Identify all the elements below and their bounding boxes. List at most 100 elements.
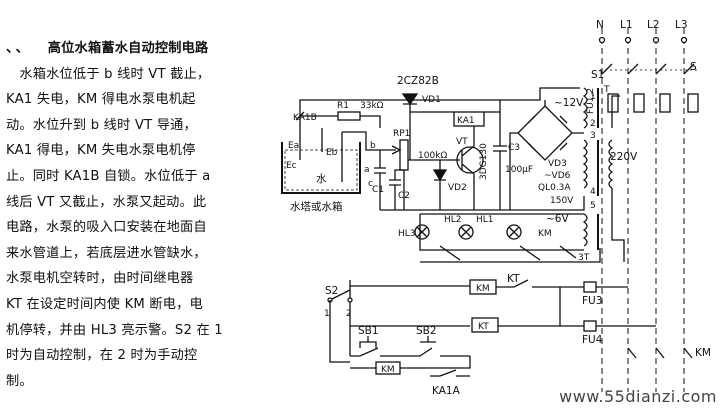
article-title: 、、高位水箱蓄水自动控制电路: [6, 36, 274, 62]
label-b: b: [370, 141, 376, 151]
kt-contact-wire: [496, 279, 561, 327]
supply-lines: [601, 28, 685, 392]
label-s2: S2: [325, 285, 338, 297]
terminal-l2: [652, 36, 660, 44]
label-num1: 1: [590, 92, 596, 102]
water-tank: [281, 142, 361, 194]
label-ka1b: KA1B: [293, 113, 317, 123]
article-line: 水泵电机空转时，由时间继电器: [6, 271, 194, 287]
article-line: 机停转，并由 HL3 亮示警。S2 在 1: [6, 322, 223, 338]
terminal-l1: [624, 36, 632, 44]
article-line: KA1 失电，KM 得电水泵电机起: [6, 92, 196, 108]
watermark: www.55dianzi.com: [559, 387, 717, 406]
label-r1-value: 33kΩ: [360, 101, 384, 111]
rp1-pot: [399, 139, 409, 171]
terminal-l3: [680, 36, 688, 44]
article-line: 线后 VT 又截止，水泵又起动。此: [6, 194, 207, 210]
sb-contacts: [350, 347, 470, 357]
label-fu3: FU3: [582, 295, 602, 307]
fuse-fu3-main: [659, 93, 671, 113]
label-n: N: [596, 19, 604, 31]
label-rp1-value: 100kΩ: [418, 151, 447, 161]
label-l1: L1: [620, 19, 633, 31]
electrode-c-wire: [342, 131, 380, 151]
km-contact-wire: [350, 356, 471, 369]
vt-leads: [461, 126, 475, 210]
label-r1: R1: [337, 101, 349, 111]
label-sb2: SB2: [416, 325, 437, 337]
article-line: 时为自动控制，在 2 时为手动控: [6, 348, 198, 364]
label-150v: 150V: [550, 196, 574, 206]
fuse-fu2: [633, 93, 645, 113]
hl2-lamp: [458, 224, 474, 240]
hl3-lamp: [414, 224, 430, 240]
label-fu12: FU1,2: [586, 88, 596, 114]
vd2-diode: [432, 169, 448, 182]
label-vt-type: 3DG130: [479, 143, 489, 180]
label-km-contact: KM: [381, 365, 395, 375]
fuse-fu4-main: [687, 93, 699, 113]
sb2-button: [420, 336, 436, 343]
label-220v: 220V: [610, 151, 638, 163]
t-6v-winding: [582, 213, 588, 247]
label-6v: ~6V: [546, 213, 569, 225]
fu3-fuse: [583, 281, 597, 293]
fu4-fuse: [583, 320, 597, 332]
bridge-wires: [509, 100, 584, 210]
article-body: 水箱水位低于 b 线时 VT 截止， KA1 失电，KM 得电水泵电机起 动。水…: [6, 62, 274, 395]
label-km-coil: KM: [476, 284, 490, 294]
fuse-fu1: [607, 93, 619, 113]
kt-coil-box: [471, 317, 499, 333]
lamp-rail: [419, 214, 584, 251]
r1-resistor: [337, 111, 361, 121]
label-s1: S1: [591, 69, 604, 81]
km-main-contacts: [627, 347, 693, 359]
t-150v-winding: [582, 139, 588, 189]
s2-wire: [329, 300, 350, 363]
vt-transistor: [456, 146, 484, 174]
title-text: 高位水箱蓄水自动控制电路: [47, 41, 209, 56]
c3-capacitor: [493, 112, 507, 210]
article-line: 动。水位升到 b 线时 VT 导通，: [6, 117, 197, 133]
article-line: KA1 得电，KM 失电水泵电机停: [6, 143, 196, 159]
label-c2: C2: [398, 191, 410, 201]
t-12v-winding: [582, 87, 588, 129]
article-line: 止。同时 KA1B 自锁。水位低于 a: [6, 168, 211, 184]
label-num3: 3: [590, 131, 596, 141]
electrodes: [299, 128, 343, 182]
s2-switch: [329, 289, 351, 301]
s2-pole-2: [347, 297, 353, 303]
bridge-diodes: [527, 115, 568, 151]
label-c3: C3: [508, 143, 520, 153]
label-3t: 3T: [578, 253, 590, 263]
label-hl2: HL2: [444, 215, 462, 225]
switch-s: [601, 63, 695, 75]
label-hl3: HL3: [398, 229, 416, 239]
hl3-cross: [416, 226, 428, 238]
label-hl1: HL1: [476, 215, 494, 225]
r1-wires: [300, 115, 381, 128]
label-s: S: [690, 61, 697, 73]
label-t: T: [603, 85, 610, 95]
label-a: a: [364, 165, 370, 175]
article-text: 、、高位水箱蓄水自动控制电路 水箱水位低于 b 线时 VT 截止， KA1 失电…: [6, 36, 274, 394]
label-num2: 2: [590, 119, 596, 129]
article-line: 水箱水位低于 b 线时 VT 截止，: [6, 66, 211, 82]
label-vd6: ~VD6: [544, 171, 571, 181]
t-220-top: [611, 95, 620, 128]
label-diode-type: 2CZ82B: [397, 75, 439, 87]
label-water: 水: [316, 173, 327, 185]
label-km-lamp: KM: [538, 229, 552, 239]
bottom-rail: [380, 196, 585, 211]
label-ea: Ea: [288, 141, 299, 151]
ka1a-contact: [430, 369, 470, 377]
label-s2-pos2: 2: [346, 309, 352, 319]
lamp-contacts: [439, 245, 577, 261]
label-c: c: [368, 179, 373, 189]
article-line: KT 在设定时间内使 KM 断电，电: [6, 296, 203, 312]
label-12v: ~12V: [554, 97, 584, 109]
article-line: 电路，水泵的吸入口安装在地面自: [6, 220, 207, 236]
label-km-main: KM: [695, 347, 711, 359]
label-vt: VT: [456, 137, 468, 147]
